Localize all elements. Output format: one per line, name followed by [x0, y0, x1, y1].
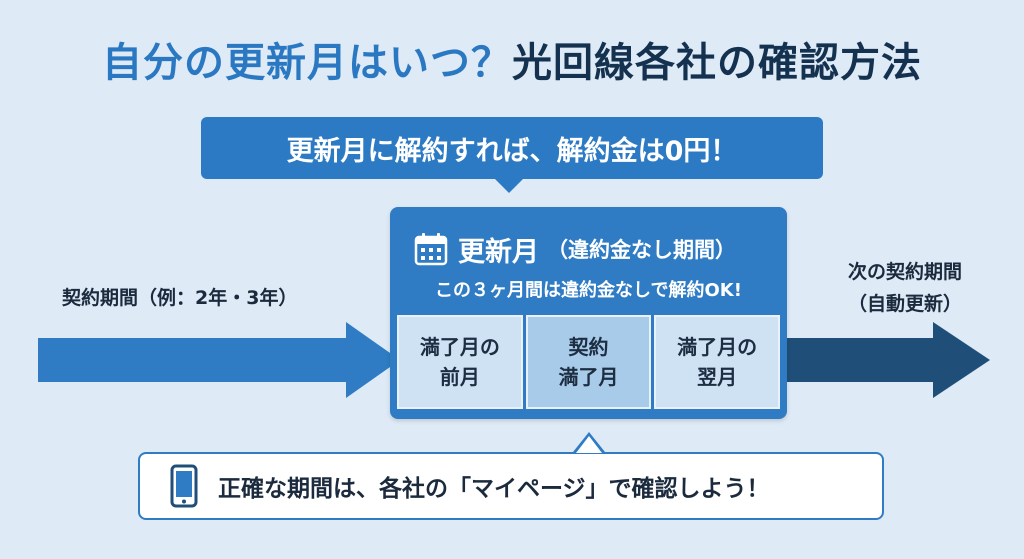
cell-line: 満了月 — [558, 365, 619, 389]
panel-subtitle: この３ヶ月間は違約金なしで解約OK! — [435, 280, 742, 301]
month-cell-after: 満了月の 翌月 — [654, 315, 781, 409]
next-period-line1: 次の契約期間 — [847, 261, 962, 283]
next-period-line2: （自動更新） — [847, 293, 962, 315]
contract-period-arrow — [38, 322, 400, 398]
month-cell-before: 満了月の 前月 — [397, 315, 523, 409]
panel-title-sub: （違約金なし期間） — [547, 238, 736, 262]
panel-header: 更新月 （違約金なし期間） — [414, 229, 736, 269]
renewal-month-panel: 更新月 （違約金なし期間） この３ヶ月間は違約金なしで解約OK! 満了月の 前月… — [390, 207, 787, 419]
smartphone-icon — [170, 464, 198, 508]
month-cell-expiry: 契約 満了月 — [525, 315, 652, 409]
next-period-arrow — [785, 322, 990, 398]
calendar-icon — [414, 233, 448, 266]
title-main: 光回線各社の確認方法 — [512, 40, 922, 86]
cell-line: 前月 — [439, 365, 480, 389]
note-pointer-fill — [576, 436, 602, 453]
banner-pointer — [494, 178, 524, 193]
cell-line: 満了月の — [419, 335, 500, 359]
banner-text: 更新月に解約すれば、解約金は0円！ — [286, 135, 738, 167]
cell-line: 満了月の — [677, 335, 758, 359]
note-text: 正確な期間は、各社の「マイページ」で確認しよう！ — [218, 476, 770, 502]
cell-line: 契約 — [568, 335, 609, 359]
mypage-note: 正確な期間は、各社の「マイページ」で確認しよう！ — [138, 452, 884, 520]
panel-title: 更新月 — [458, 236, 539, 268]
month-cells: 満了月の 前月 契約 満了月 満了月の 翌月 — [397, 315, 781, 409]
next-period-label: 次の契約期間 （自動更新） — [790, 256, 1020, 320]
cell-line: 翌月 — [697, 365, 738, 389]
page-title: 自分の更新月はいつ？光回線各社の確認方法 — [0, 30, 1024, 88]
contract-period-label: 契約期間（例：2年・3年） — [62, 287, 298, 309]
title-highlight: 自分の更新月はいつ？ — [102, 40, 512, 86]
callout-banner: 更新月に解約すれば、解約金は0円！ — [201, 117, 823, 179]
